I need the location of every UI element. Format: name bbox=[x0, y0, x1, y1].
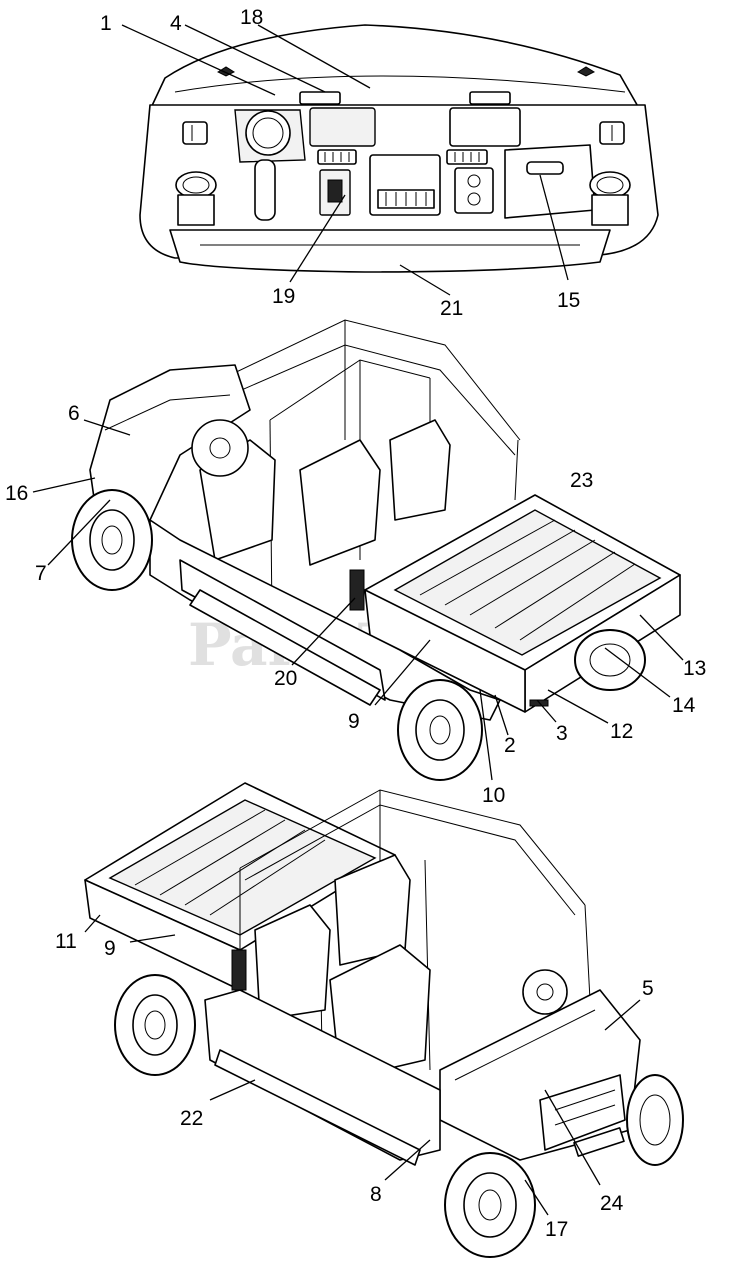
callout-label: 16 bbox=[5, 482, 28, 505]
callout-label: 15 bbox=[557, 289, 580, 312]
vehicle-rear-left-illustration bbox=[84, 782, 684, 1258]
callout-label: 20 bbox=[274, 667, 297, 690]
vehicle-front-left-illustration bbox=[71, 319, 681, 781]
callout-label: 23 bbox=[570, 469, 593, 492]
leader-lines bbox=[32, 24, 684, 1216]
callout-label: 2 bbox=[504, 734, 516, 757]
callout-label: 3 bbox=[556, 722, 568, 745]
callout-label: 8 bbox=[370, 1183, 382, 1206]
callout-label: 13 bbox=[683, 657, 706, 680]
callout-label: 5 bbox=[642, 977, 654, 1000]
callout-label: 11 bbox=[55, 930, 77, 953]
callout-label: 6 bbox=[68, 402, 80, 425]
callout-label: 14 bbox=[672, 694, 696, 717]
dashboard-illustration bbox=[139, 24, 659, 273]
callout-label: 21 bbox=[440, 297, 463, 320]
callout-label: 1 bbox=[100, 12, 112, 35]
callout-label: 19 bbox=[272, 285, 295, 308]
callout-label: 24 bbox=[600, 1192, 624, 1215]
callout-label: 10 bbox=[482, 784, 505, 807]
callout-label: 22 bbox=[180, 1107, 203, 1130]
callout-label: 12 bbox=[610, 720, 633, 743]
callout-label: 4 bbox=[170, 12, 182, 35]
callout-label: 9 bbox=[104, 937, 116, 960]
callout-label: 17 bbox=[545, 1218, 568, 1241]
callout-labels: 1 4 18 19 21 15 6 16 7 23 13 14 12 3 2 1… bbox=[5, 6, 706, 1241]
callout-label: 9 bbox=[348, 710, 360, 733]
callout-label: 18 bbox=[240, 6, 263, 29]
callout-label: 7 bbox=[35, 562, 47, 585]
